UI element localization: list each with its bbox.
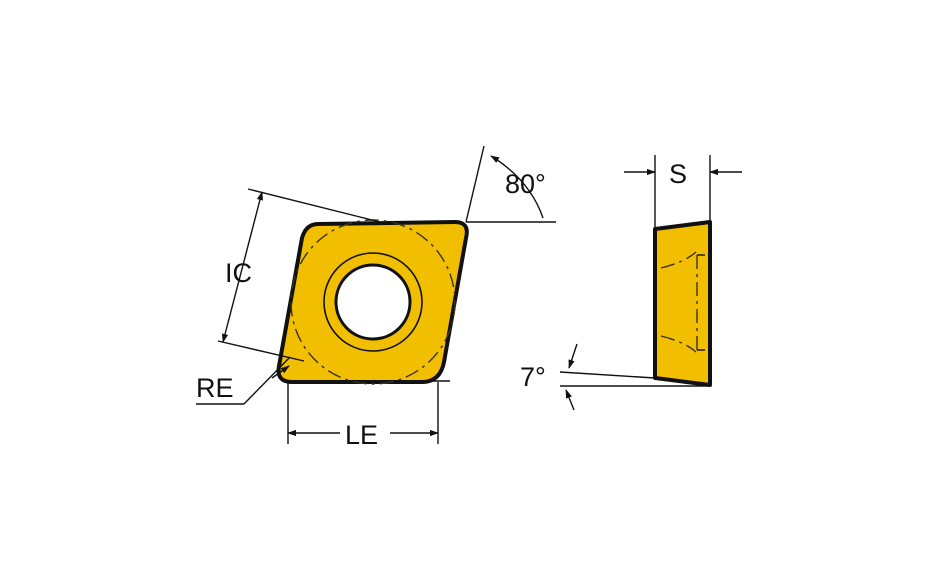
re-label: RE [196,373,234,403]
insert-side-body [653,220,712,387]
re-dimension: RE [196,356,291,405]
insert-top-view [276,219,469,385]
angle-80-label: 80° [505,169,546,199]
center-hole [334,263,412,341]
ic-label: IC [225,258,252,288]
insert-side-view [653,220,712,387]
le-dimension: LE [287,380,450,450]
angle-80-dimension: 80° [465,145,556,223]
angle-7-dimension: 7° [520,343,710,411]
s-label: S [669,159,687,189]
hole-chamfer [323,252,423,352]
angle-7-label: 7° [520,362,546,392]
s-dimension: S [624,155,742,229]
ic-dimension: IC [217,188,381,362]
le-label: LE [345,420,378,450]
